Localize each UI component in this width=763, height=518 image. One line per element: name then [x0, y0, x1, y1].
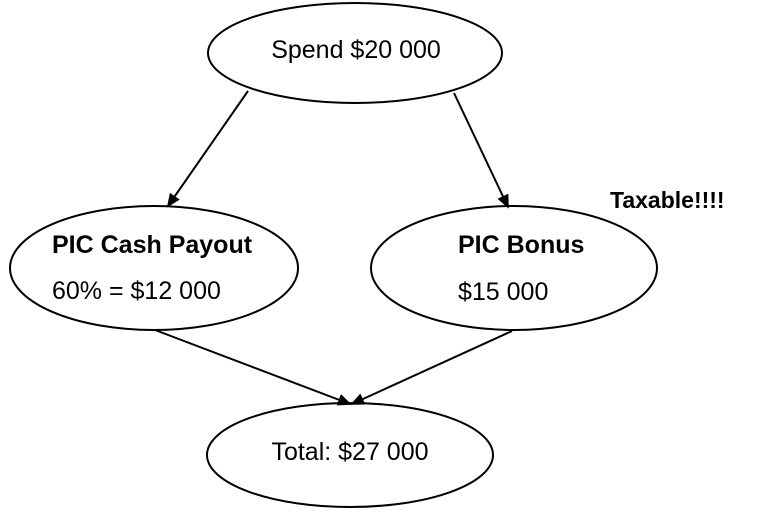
bonus-node-title: PIC Bonus [458, 231, 585, 259]
edge-spend-to-cash-payout [166, 90, 249, 208]
bonus-node [370, 205, 658, 331]
cash-payout-node [9, 205, 299, 331]
total-node-label: Total: $27 000 [271, 438, 429, 466]
spend-node [207, 2, 503, 104]
edge-cash-payout-to-total [154, 329, 352, 406]
cash-payout-node-title: PIC Cash Payout [52, 231, 253, 259]
edge-bonus-to-total [350, 330, 513, 405]
spend-node-label: Spend $20 000 [271, 36, 441, 64]
cash-payout-node-value: 60% = $12 000 [52, 277, 221, 305]
bonus-node-value: $15 000 [458, 278, 549, 306]
edge-spend-to-bonus [453, 92, 509, 209]
taxable-annotation: Taxable!!!! [610, 187, 725, 213]
